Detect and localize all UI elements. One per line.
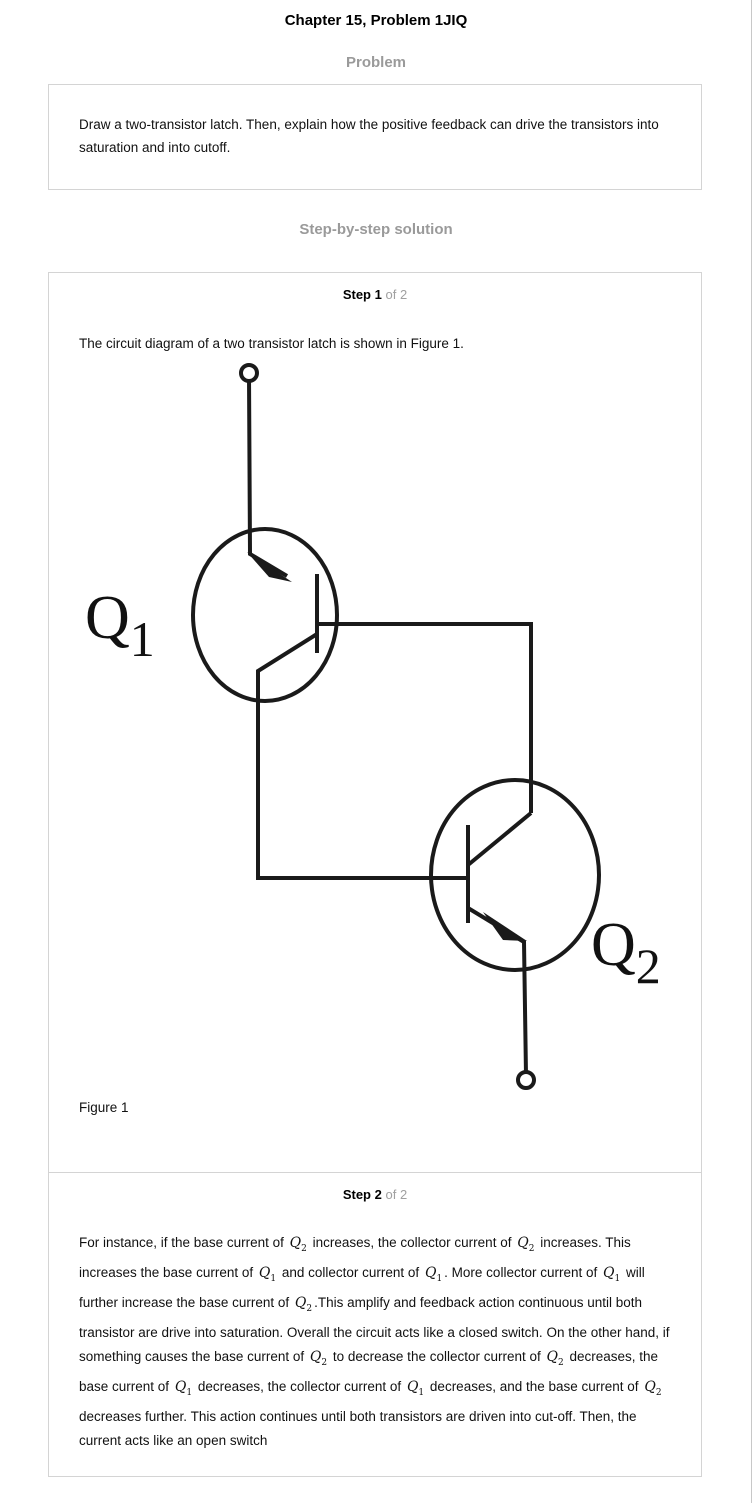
q2-collector-lead [466, 811, 533, 867]
symbol-letter: Q [309, 1349, 322, 1366]
symbol-subscript: 2 [655, 1388, 662, 1398]
page-title: Chapter 15, Problem 1JIQ [284, 12, 468, 29]
problem-heading: Problem [345, 54, 406, 71]
step-1-of: of [385, 287, 397, 302]
step-2-of: of [385, 1187, 397, 1202]
symbol-subscript: 1 [418, 1388, 425, 1398]
symbol-subscript: 2 [558, 1358, 564, 1368]
step-2-label: Step 2 of 2 [49, 1187, 701, 1202]
symbol-subscript: 2 [528, 1243, 535, 1254]
q2-symbol: Q2 [642, 1379, 663, 1398]
step-2-title: Step 2 [342, 1187, 382, 1202]
q2-symbol: Q2 [288, 1235, 309, 1254]
step-2-segment: and collector current of [281, 1265, 420, 1280]
step-1-total: 2 [399, 287, 408, 302]
symbol-letter: Q [644, 1379, 656, 1396]
q1-emitter-lead [247, 375, 289, 578]
q1-label: Q1 [85, 584, 155, 667]
step-1-title: Step 1 [342, 287, 382, 302]
step-2-segment: decreases, and the base current of [429, 1379, 639, 1395]
step-2-segment: .This amplify and feedback action contin… [79, 1295, 670, 1365]
symbol-subscript: 1 [436, 1273, 443, 1284]
q2-letter: Q [591, 911, 636, 979]
q1-symbol: Q1 [423, 1265, 444, 1284]
step-2-segment: For instance, if the base current of [79, 1235, 284, 1250]
q1-symbol: Q1 [173, 1379, 194, 1398]
q2-symbol: Q2 [293, 1295, 314, 1314]
symbol-subscript: 2 [306, 1303, 313, 1314]
q2-symbol: Q2 [545, 1349, 566, 1368]
step-2-segment: . More collector current of [444, 1265, 598, 1280]
symbol-subscript: 2 [321, 1358, 328, 1368]
symbol-subscript: 2 [301, 1243, 307, 1254]
q1-subscript: 1 [130, 611, 155, 667]
q1-symbol: Q1 [601, 1265, 622, 1284]
base-feedback-wire [317, 622, 533, 813]
symbol-subscript: 1 [614, 1273, 621, 1284]
q1-symbol: Q1 [257, 1265, 278, 1284]
step-2-segment: decreases, the collector current of [197, 1379, 402, 1395]
step-2-segment: decreases further. This action continues… [79, 1409, 637, 1449]
problem-box: Draw a two-transistor latch. Then, expla… [48, 84, 702, 190]
q1-symbol: Q1 [405, 1379, 426, 1398]
step-2-segment: increases. This increases the base curre… [79, 1235, 631, 1280]
symbol-letter: Q [258, 1265, 271, 1281]
step-1-text: The circuit diagram of a two transistor … [79, 336, 464, 351]
q1-transistor-circle [191, 527, 339, 703]
symbol-letter: Q [517, 1235, 529, 1251]
step-2-segment: decreases, the base current of [79, 1349, 659, 1395]
figure-caption: Figure 1 [79, 1100, 129, 1115]
q2-transistor-circle [429, 778, 601, 972]
latch-circuit-diagram: Q1 Q2 [85, 363, 661, 1090]
symbol-subscript: 1 [186, 1388, 193, 1398]
step-2-segment: increases, the collector current of [312, 1235, 512, 1250]
step-2-segment: to decrease the collector current of [332, 1349, 541, 1365]
symbol-subscript: 1 [270, 1273, 277, 1284]
symbol-letter: Q [406, 1379, 419, 1396]
q2-label: Q2 [591, 911, 661, 994]
top-terminal [239, 363, 259, 383]
step-2-total: 2 [399, 1187, 408, 1202]
symbol-letter: Q [294, 1295, 307, 1311]
q2-emitter-arrow [483, 912, 527, 941]
step-1-label: Step 1 of 2 [49, 287, 701, 302]
q2-subscript: 2 [636, 938, 661, 994]
q2-emitter-lead [466, 906, 528, 1076]
symbol-letter: Q [603, 1265, 615, 1281]
q1-emitter-arrow [247, 552, 292, 582]
symbol-letter: Q [546, 1349, 558, 1366]
bottom-terminal [516, 1070, 536, 1090]
solution-box: Step 1 of 2 The circuit diagram of a two… [48, 272, 702, 1477]
q1-collector-lead [256, 632, 469, 880]
step-2-segment: will further increase the base current o… [79, 1265, 645, 1310]
solution-heading: Step-by-step solution [299, 221, 453, 238]
problem-text: Draw a two-transistor latch. Then, expla… [79, 117, 659, 155]
q1-letter: Q [85, 584, 130, 652]
q2-symbol: Q2 [515, 1235, 536, 1254]
symbol-letter: Q [289, 1235, 302, 1251]
step-2-text: For instance, if the base current of Q2 … [79, 1231, 679, 1454]
step-divider [49, 1172, 701, 1173]
symbol-letter: Q [174, 1379, 187, 1396]
symbol-letter: Q [424, 1265, 437, 1281]
q2-symbol: Q2 [308, 1349, 329, 1368]
